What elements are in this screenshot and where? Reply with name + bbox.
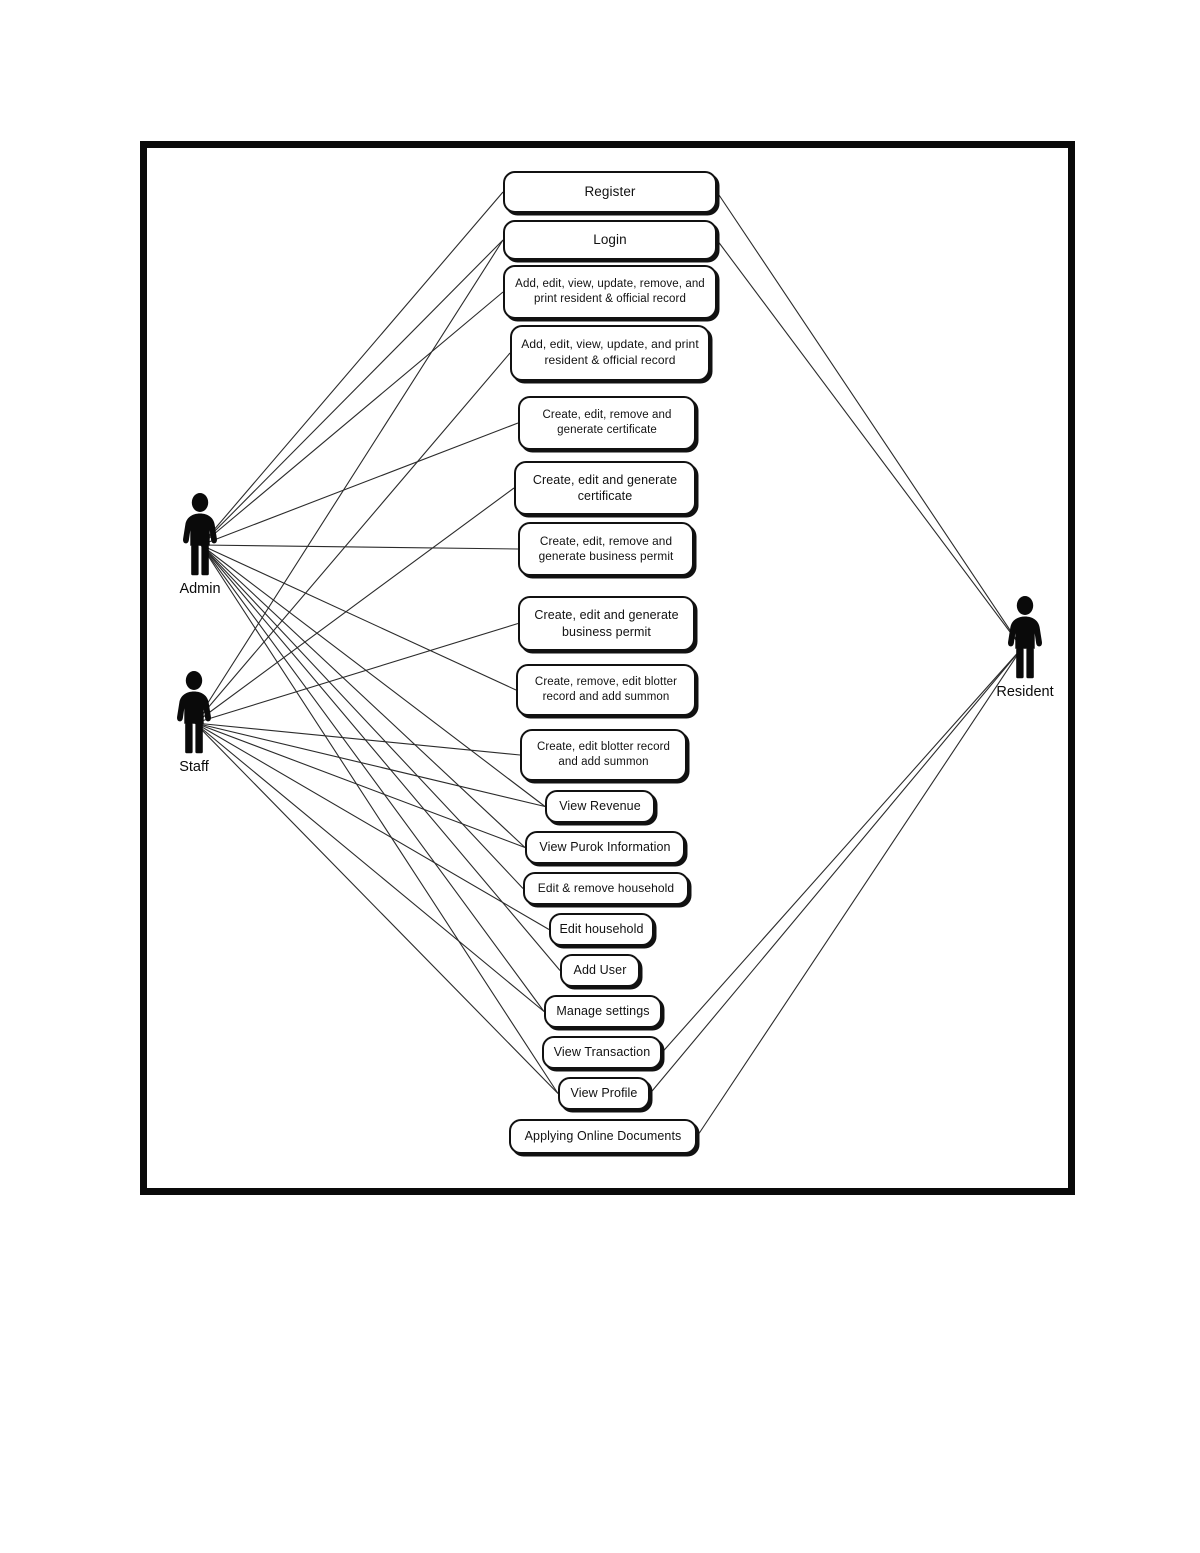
use-case-label: Create, edit, remove and generate certif… xyxy=(542,409,672,436)
uc-edit-house[interactable]: Edit household xyxy=(549,913,654,946)
actor-resident[interactable]: Resident xyxy=(988,596,1062,700)
uc-view-purok[interactable]: View Purok Information xyxy=(525,831,685,864)
uc-view-transaction[interactable]: View Transaction xyxy=(542,1036,662,1069)
use-case-label: Create, remove, edit blotter record and … xyxy=(534,676,678,703)
uc-crud-print-full[interactable]: Add, edit, view, update, remove, and pri… xyxy=(503,265,717,319)
uc-cert-full[interactable]: Create, edit, remove and generate certif… xyxy=(518,396,696,450)
use-case-label: View Profile xyxy=(570,1086,638,1101)
uc-permit[interactable]: Create, edit and generate business permi… xyxy=(518,596,695,651)
uc-applying-online-doc[interactable]: Applying Online Documents xyxy=(509,1119,697,1154)
uc-cert[interactable]: Create, edit and generate certificate xyxy=(514,461,696,515)
uc-view-revenue[interactable]: View Revenue xyxy=(545,790,655,823)
use-case-label: Create, edit, remove and generate busine… xyxy=(538,533,674,563)
uc-blotter[interactable]: Create, edit blotter record and add summ… xyxy=(520,729,687,781)
uc-crud-print[interactable]: Add, edit, view, update, and print resid… xyxy=(510,325,710,381)
use-case-label: View Purok Information xyxy=(539,840,671,855)
uc-login[interactable]: Login xyxy=(503,220,717,260)
person-figure-icon xyxy=(988,596,1062,680)
uc-manage-settings[interactable]: Manage settings xyxy=(544,995,662,1028)
person-figure-icon xyxy=(163,493,237,577)
uc-edit-remove-house[interactable]: Edit & remove household xyxy=(523,872,689,905)
uc-permit-full[interactable]: Create, edit, remove and generate busine… xyxy=(518,522,694,576)
uc-add-user[interactable]: Add User xyxy=(560,954,640,987)
use-case-label: Create, edit and generate business permi… xyxy=(534,608,679,639)
use-case-label: Login xyxy=(593,232,627,248)
uc-view-profile[interactable]: View Profile xyxy=(558,1077,650,1110)
use-case-label: Add, edit, view, update, and print resid… xyxy=(521,337,699,367)
use-case-label: Edit household xyxy=(559,922,644,937)
use-case-label: Add User xyxy=(573,963,627,978)
uc-register[interactable]: Register xyxy=(503,171,717,213)
use-case-label: View Transaction xyxy=(553,1045,651,1060)
use-case-label: Register xyxy=(584,184,636,200)
use-case-label: Edit & remove household xyxy=(537,880,675,895)
actor-label: Resident xyxy=(996,684,1054,700)
person-figure-icon xyxy=(157,671,231,755)
use-case-label: Manage settings xyxy=(556,1004,650,1019)
use-case-label: Create, edit blotter record and add summ… xyxy=(536,741,671,768)
use-case-label: Create, edit and generate certificate xyxy=(532,472,678,503)
use-case-label: Applying Online Documents xyxy=(524,1129,682,1144)
actor-label: Staff xyxy=(179,759,209,775)
actor-label: Admin xyxy=(179,581,221,597)
use-case-label: View Revenue xyxy=(559,799,641,814)
actor-staff[interactable]: Staff xyxy=(157,671,231,775)
uc-blotter-full[interactable]: Create, remove, edit blotter record and … xyxy=(516,664,696,716)
use-case-label: Add, edit, view, update, remove, and pri… xyxy=(515,278,705,305)
actor-admin[interactable]: Admin xyxy=(163,493,237,597)
